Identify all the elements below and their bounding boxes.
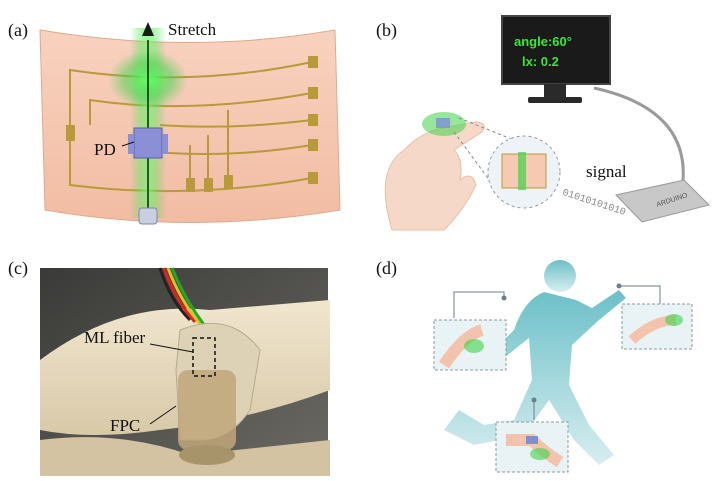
panel-d: (d) [364, 240, 728, 481]
panel-a-figure [39, 22, 341, 225]
signal-label: signal [586, 162, 627, 181]
panel-b-label: (b) [376, 20, 397, 40]
fpc-label: FPC [110, 416, 141, 435]
stretch-arrow-icon [142, 22, 154, 36]
inset-ankle [495, 421, 569, 473]
cable [593, 86, 685, 191]
panel-b: (b) angle:60° lx: 0.2 signal 01010101010… [364, 0, 728, 240]
panel-d-label: (d) [376, 258, 397, 278]
panel-c: (c) ML fiber FPC [0, 240, 364, 481]
panel-b-figure [384, 15, 710, 231]
stretch-label: Stretch [168, 20, 217, 39]
panel-a-label: (a) [8, 20, 28, 40]
contact-pads [66, 56, 318, 192]
wires [158, 267, 207, 327]
ml-fiber-label: ML fiber [84, 328, 146, 347]
pd-label: PD [94, 140, 116, 159]
monitor-lx-text: lx: 0.2 [522, 54, 559, 69]
runner-silhouette [444, 260, 626, 465]
ml-fiber-box [192, 337, 216, 377]
inset-elbow [433, 319, 507, 371]
panel-c-photo [40, 267, 330, 476]
panel-d-figure [433, 260, 693, 473]
hand [384, 121, 485, 231]
panel-a: (a) Stretch PD [0, 0, 364, 240]
led-source [138, 207, 158, 225]
panel-c-label: (c) [8, 258, 28, 278]
monitor-stand [528, 97, 582, 103]
pd-device [133, 127, 163, 159]
inset-finger [621, 303, 693, 350]
fpc-sleeve [178, 370, 236, 450]
monitor-angle-text: angle:60° [514, 34, 572, 49]
arduino-board [615, 179, 710, 223]
monitor-screen [501, 15, 611, 85]
